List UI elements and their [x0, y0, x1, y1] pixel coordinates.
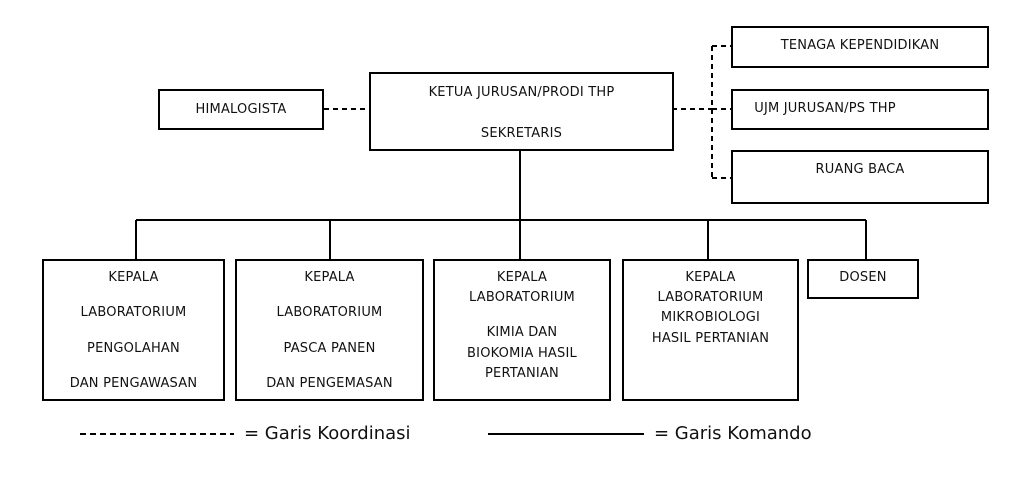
- head-box: KETUA JURUSAN/PRODI THP SEKRETARIS: [369, 72, 674, 151]
- head-title: KETUA JURUSAN/PRODI THP: [428, 85, 615, 100]
- legend-command-label: = Garis Komando: [654, 423, 812, 444]
- dosen-label: DOSEN: [839, 270, 887, 285]
- lab-kimia-line: LABORATORIUM: [469, 290, 575, 305]
- ujm-box: UJM JURUSAN/PS THP: [731, 89, 989, 130]
- lab-pasca-panen-line: DAN PENGEMASAN: [266, 376, 393, 391]
- lab-mikrobiologi-line: LABORATORIUM: [657, 290, 764, 305]
- lab-pengolahan-line: KEPALA: [108, 270, 159, 285]
- lab-mikrobiologi-line: HASIL PERTANIAN: [651, 331, 770, 346]
- lab-mikrobiologi-line: KEPALA: [685, 270, 736, 285]
- lab-pasca-panen-line: LABORATORIUM: [276, 305, 383, 320]
- ruang-baca-label: RUANG BACA: [815, 162, 905, 177]
- head-subtitle: SEKRETARIS: [480, 126, 563, 141]
- lab-mikrobiologi-box: KEPALA LABORATORIUM MIKROBIOLOGI HASIL P…: [622, 259, 799, 401]
- lab-mikrobiologi-line: MIKROBIOLOGI: [660, 310, 761, 325]
- dosen-box: DOSEN: [807, 259, 919, 299]
- lab-pengolahan-box: KEPALA LABORATORIUM PENGOLAHAN DAN PENGA…: [42, 259, 225, 401]
- lab-pasca-panen-box: KEPALA LABORATORIUM PASCA PANEN DAN PENG…: [235, 259, 424, 401]
- lab-kimia-line: PERTANIAN: [485, 366, 559, 381]
- lab-kimia-line: KIMIA DAN: [486, 325, 558, 340]
- tenaga-kependidikan-box: TENAGA KEPENDIDIKAN: [731, 26, 989, 68]
- tenaga-kependidikan-label: TENAGA KEPENDIDIKAN: [780, 38, 940, 53]
- lab-pasca-panen-line: PASCA PANEN: [283, 341, 376, 356]
- lab-pasca-panen-line: KEPALA: [304, 270, 355, 285]
- lab-pengolahan-line: DAN PENGAWASAN: [69, 376, 198, 391]
- himalogista-box: HIMALOGISTA: [158, 89, 324, 130]
- lab-kimia-line: KEPALA: [496, 270, 548, 285]
- himalogista-label: HIMALOGISTA: [195, 102, 287, 117]
- lab-kimia-line: BIOKOMIA HASIL: [467, 346, 577, 361]
- lab-pengolahan-line: PENGOLAHAN: [87, 341, 180, 356]
- ruang-baca-box: RUANG BACA: [731, 150, 989, 204]
- lab-pengolahan-line: LABORATORIUM: [80, 305, 187, 320]
- lab-kimia-box: KEPALA LABORATORIUM KIMIA DAN BIOKOMIA H…: [433, 259, 611, 401]
- ujm-label: UJM JURUSAN/PS THP: [754, 101, 896, 116]
- legend-coordination-label: = Garis Koordinasi: [244, 423, 411, 444]
